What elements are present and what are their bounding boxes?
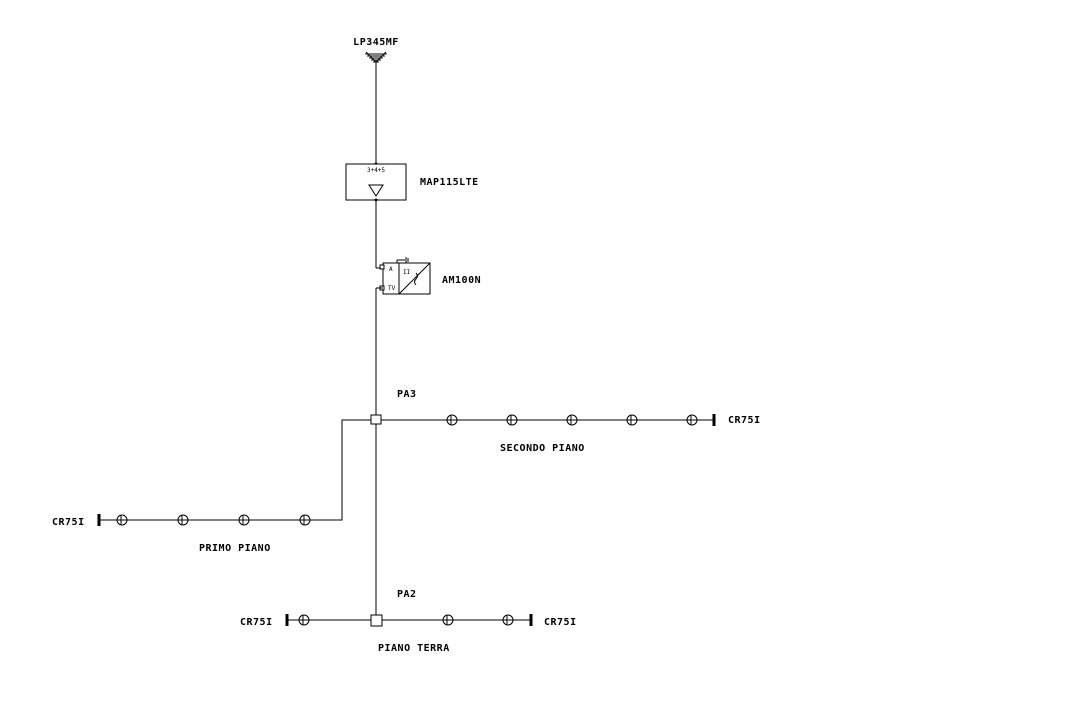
splitter-pa3-label: PA3 xyxy=(397,389,417,400)
plug-icon xyxy=(397,257,409,263)
terminator-ground-left-label: CR75I xyxy=(240,617,273,628)
outlet-icon xyxy=(626,414,638,426)
splitter-pa3 xyxy=(370,414,382,425)
psu-port-a: A xyxy=(389,266,393,273)
outlet-icon xyxy=(298,614,310,626)
line-primo-piano xyxy=(99,419,371,521)
outlet-icon xyxy=(506,414,518,426)
outlet-icon xyxy=(238,514,250,526)
outlet-icon xyxy=(686,414,698,426)
outlets-ground-left xyxy=(298,614,310,626)
amplifier-inputs: 3+4+5 xyxy=(367,167,385,174)
terminator-first-label: CR75I xyxy=(52,517,85,528)
splitter-pa2-label: PA2 xyxy=(397,589,417,600)
power-supply-box: A TV II xyxy=(379,257,431,295)
outlets-secondo-piano xyxy=(446,414,698,426)
amplifier-label: MAP115LTE xyxy=(420,177,479,188)
outlet-icon xyxy=(502,614,514,626)
floor-label-primo: PRIMO PIANO xyxy=(199,543,271,554)
antenna-label: LP345MF xyxy=(353,37,399,48)
power-supply-label: AM100N xyxy=(442,275,481,286)
outlets-primo-piano xyxy=(116,514,311,526)
terminator-ground-right-label: CR75I xyxy=(544,617,577,628)
psu-ac-wave-icon xyxy=(414,272,418,286)
floor-label-terra: PIANO TERRA xyxy=(378,643,450,654)
outlet-icon xyxy=(442,614,454,626)
antenna-icon xyxy=(365,51,387,63)
outlet-icon xyxy=(299,514,311,526)
terminator-second-label: CR75I xyxy=(728,415,761,426)
splitter-pa2 xyxy=(370,614,383,627)
outlet-icon xyxy=(566,414,578,426)
psu-switch-mark: II xyxy=(403,269,411,276)
outlet-icon xyxy=(177,514,189,526)
outlet-icon xyxy=(116,514,128,526)
psu-port-tv: TV xyxy=(388,285,396,292)
amplifier-triangle-icon xyxy=(368,184,384,197)
floor-label-secondo: SECONDO PIANO xyxy=(500,443,585,454)
outlet-icon xyxy=(446,414,458,426)
amplifier-box: 3+4+5 xyxy=(345,163,407,201)
outlets-ground-right xyxy=(442,614,514,626)
